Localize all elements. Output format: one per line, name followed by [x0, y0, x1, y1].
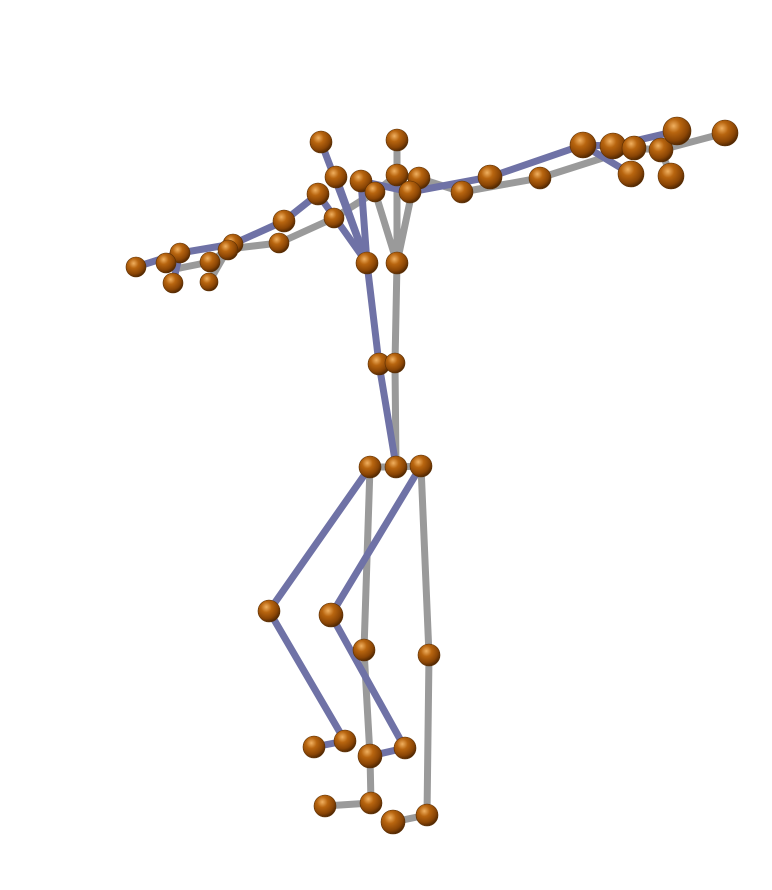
- joint-sphere: [364, 181, 386, 203]
- joint-sphere: [268, 232, 290, 254]
- joint-sphere: [450, 180, 474, 204]
- grey-skeleton-bone: [391, 259, 401, 367]
- joint-sphere: [318, 602, 344, 628]
- joint-sphere: [199, 272, 219, 292]
- blue-skeleton-bone: [314, 190, 371, 267]
- joint-sphere: [125, 256, 147, 278]
- joint-sphere: [384, 455, 408, 479]
- joint-sphere: [477, 164, 503, 190]
- joint-sphere: [384, 352, 406, 374]
- joint-sphere: [380, 809, 406, 835]
- grey-skeleton-bone: [393, 188, 416, 267]
- joint-sphere: [323, 207, 345, 229]
- skeleton-joints: [125, 116, 739, 835]
- joint-sphere: [309, 130, 333, 154]
- blue-skeleton-bone: [265, 463, 374, 615]
- blue-skeleton-bone: [375, 360, 400, 470]
- joint-sphere: [324, 165, 348, 189]
- joint-sphere: [313, 794, 337, 818]
- joint-sphere: [352, 638, 376, 662]
- joint-sphere: [155, 252, 177, 274]
- grey-skeleton-bone: [360, 646, 374, 760]
- joint-sphere: [359, 791, 383, 815]
- grey-skeleton-bone: [458, 174, 544, 196]
- joint-sphere: [398, 180, 422, 204]
- joint-sphere: [302, 735, 326, 759]
- grey-skeleton-bone: [371, 188, 401, 267]
- joint-sphere: [306, 182, 330, 206]
- grey-skeleton-bone: [423, 651, 433, 819]
- joint-sphere: [272, 209, 296, 233]
- joint-sphere: [409, 454, 433, 478]
- blue-skeleton-bone: [327, 611, 409, 752]
- joint-sphere: [385, 251, 409, 275]
- joint-sphere: [199, 251, 221, 273]
- joint-sphere: [621, 135, 647, 161]
- joint-sphere: [528, 166, 552, 190]
- joint-sphere: [333, 729, 357, 753]
- joint-sphere: [417, 643, 441, 667]
- joint-sphere: [569, 131, 597, 159]
- joint-sphere: [257, 599, 281, 623]
- joint-sphere: [662, 116, 692, 146]
- joint-sphere: [217, 239, 239, 261]
- blue-skeleton-bone: [363, 259, 383, 368]
- grey-skeleton-bone: [417, 462, 433, 659]
- joint-sphere: [357, 743, 383, 769]
- joint-sphere: [355, 251, 379, 275]
- blue-skeleton-bone: [406, 173, 494, 196]
- joint-sphere: [648, 137, 674, 163]
- blue-skeleton-bone: [327, 462, 425, 619]
- joint-sphere: [617, 160, 645, 188]
- joint-sphere: [162, 272, 184, 294]
- joint-sphere: [657, 162, 685, 190]
- blue-skeleton-bone: [357, 177, 371, 267]
- joint-sphere: [393, 736, 417, 760]
- joint-sphere: [711, 119, 739, 147]
- joint-sphere: [358, 455, 382, 479]
- joint-sphere: [385, 128, 409, 152]
- blue-skeleton-bone: [332, 173, 371, 267]
- joint-sphere: [385, 163, 409, 187]
- blue-skeleton-bone: [486, 141, 587, 181]
- blue-skeleton-bone: [265, 607, 349, 745]
- joint-sphere: [415, 803, 439, 827]
